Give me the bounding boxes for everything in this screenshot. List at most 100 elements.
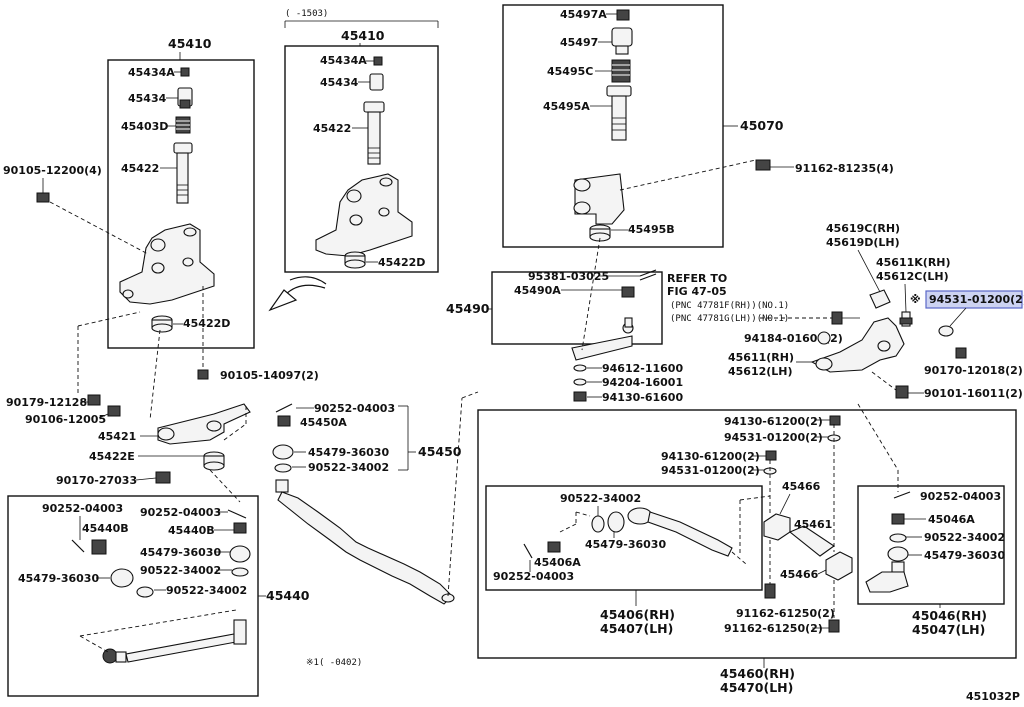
group-label-45410-left[interactable]: 45410 xyxy=(168,36,212,51)
clamp-45466-a xyxy=(763,513,791,541)
part-label-45461[interactable]: 45461 xyxy=(794,518,832,531)
part-label-45495C[interactable]: 45495C xyxy=(547,65,593,78)
part-label-45495B[interactable]: 45495B xyxy=(628,223,675,236)
part-label-90179-12128[interactable]: 90179-12128 xyxy=(6,396,87,409)
refer-note-line-2: FIG 47-05 xyxy=(667,285,727,298)
shaft-45495A xyxy=(606,85,632,141)
part-label-45479-36030-d[interactable]: 45479-36030 xyxy=(585,538,666,551)
part-label-45450A[interactable]: 45450A xyxy=(300,416,347,429)
cotter-pin-90252-d xyxy=(523,543,533,559)
part-label-94130-61200-b[interactable]: 94130-61200(2) xyxy=(661,450,760,463)
nut-90170-12018 xyxy=(955,347,967,359)
group-box-45410-left xyxy=(107,59,255,349)
group-label-45046-lh[interactable]: 45047(LH) xyxy=(912,622,985,637)
tie-rod-end-45406 xyxy=(627,507,733,557)
part-label-45422E[interactable]: 45422E xyxy=(89,450,135,463)
part-label-45422D-left[interactable]: 45422D xyxy=(183,317,230,330)
group-label-45450[interactable]: 45450 xyxy=(418,444,462,459)
part-label-91162-61250-b[interactable]: 91162-61250(2) xyxy=(724,622,823,635)
part-label-45403D[interactable]: 45403D xyxy=(121,120,168,133)
part-label-94531-01200-b[interactable]: 94531-01200(2) xyxy=(661,464,760,477)
part-label-45422-left[interactable]: 45422 xyxy=(121,162,159,175)
part-label-45479-36030-c[interactable]: 45479-36030 xyxy=(18,572,99,585)
part-label-94531-01200-a[interactable]: 94531-01200(2) xyxy=(724,431,823,444)
part-label-90522-34002-d[interactable]: 90522-34002 xyxy=(560,492,641,505)
part-label-90522-34002-c[interactable]: 90522-34002 xyxy=(166,584,247,597)
part-label-90522-34002-e[interactable]: 90522-34002 xyxy=(924,531,1005,544)
part-label-94204-16001[interactable]: 94204-16001 xyxy=(602,376,683,389)
part-label-45612C[interactable]: 45612C(LH) xyxy=(876,270,949,283)
group-label-45490[interactable]: 45490 xyxy=(446,301,490,316)
part-label-45619C[interactable]: 45619C(RH) xyxy=(826,222,900,235)
part-label-90252-04003-c[interactable]: 90252-04003 xyxy=(140,506,221,519)
part-label-45434-right[interactable]: 45434 xyxy=(320,76,359,89)
part-label-45466-a[interactable]: 45466 xyxy=(782,480,821,493)
idler-arm-bracket-right xyxy=(315,173,413,257)
bolt-91162-81235 xyxy=(755,159,771,171)
part-label-45497A[interactable]: 45497A xyxy=(560,8,607,21)
part-label-45406A[interactable]: 45406A xyxy=(534,556,581,569)
part-label-45612[interactable]: 45612(LH) xyxy=(728,365,793,378)
refer-note-line-1: REFER TO xyxy=(667,272,727,285)
group-label-45460-lh[interactable]: 45470(LH) xyxy=(720,680,793,695)
group-label-45406-rh[interactable]: 45406(RH) xyxy=(600,607,675,622)
boot-45479-b xyxy=(229,545,251,563)
part-label-45611K[interactable]: 45611K(RH) xyxy=(876,256,951,269)
castle-nut-45406A xyxy=(547,541,561,553)
clamp-45466-b xyxy=(825,551,853,581)
group-label-45070[interactable]: 45070 xyxy=(740,118,784,133)
part-label-94531-01200-highlighted[interactable]: 94531-01200(2) xyxy=(929,293,1024,306)
part-label-91162-81235[interactable]: 91162-81235(4) xyxy=(795,162,894,175)
part-label-45046A[interactable]: 45046A xyxy=(928,513,975,526)
part-label-45434A-left[interactable]: 45434A xyxy=(128,66,175,79)
part-label-45479-36030-e[interactable]: 45479-36030 xyxy=(924,549,1005,562)
group-label-45460-rh[interactable]: 45460(RH) xyxy=(720,666,795,681)
part-label-90522-34002-a[interactable]: 90522-34002 xyxy=(308,461,389,474)
part-label-45490A[interactable]: 45490A xyxy=(514,284,561,297)
part-label-45619D[interactable]: 45619D(LH) xyxy=(826,236,900,249)
part-label-45421[interactable]: 45421 xyxy=(98,430,136,443)
part-label-45434-left[interactable]: 45434 xyxy=(128,92,167,105)
part-label-90105-12200[interactable]: 90105-12200(4) xyxy=(3,164,102,177)
part-label-90105-14097[interactable]: 90105-14097(2) xyxy=(220,369,319,382)
part-label-95381-03025[interactable]: 95381-03025 xyxy=(528,270,609,283)
part-label-45466-b[interactable]: 45466 xyxy=(780,568,819,581)
group-label-45046-rh[interactable]: 45046(RH) xyxy=(912,608,987,623)
part-label-90252-04003-b[interactable]: 90252-04003 xyxy=(42,502,123,515)
boot-45479-a xyxy=(272,444,294,460)
part-label-90252-04003-e[interactable]: 90252-04003 xyxy=(920,490,1001,503)
part-label-94130-61200-a[interactable]: 94130-61200(2) xyxy=(724,415,823,428)
part-label-45495A[interactable]: 45495A xyxy=(543,100,590,113)
spring-45403D xyxy=(175,116,191,134)
bushing-45434-right xyxy=(369,73,384,91)
part-label-45611[interactable]: 45611(RH) xyxy=(728,351,794,364)
cotter-pin-90252-a xyxy=(275,403,293,413)
bushing-45422E xyxy=(203,451,225,471)
group-box-45406 xyxy=(485,485,763,591)
group-label-45440[interactable]: 45440 xyxy=(266,588,310,603)
part-label-45422-right[interactable]: 45422 xyxy=(313,122,351,135)
clip-90522-c xyxy=(136,586,154,598)
group-box-45490 xyxy=(491,271,663,345)
part-label-90106-12005[interactable]: 90106-12005 xyxy=(25,413,106,426)
part-label-90101-16011[interactable]: 90101-16011(2) xyxy=(924,387,1023,400)
part-label-90170-12018[interactable]: 90170-12018(2) xyxy=(924,364,1023,377)
part-label-45479-36030-a[interactable]: 45479-36030 xyxy=(308,446,389,459)
part-label-91162-61250-a[interactable]: 91162-61250(2) xyxy=(736,607,835,620)
group-label-45406-lh[interactable]: 45407(LH) xyxy=(600,621,673,636)
part-label-94130-61600[interactable]: 94130-61600 xyxy=(602,391,683,404)
part-label-90170-27033[interactable]: 90170-27033 xyxy=(56,474,137,487)
part-label-90252-04003-d[interactable]: 90252-04003 xyxy=(493,570,574,583)
group-label-45410-right[interactable]: 45410 xyxy=(341,28,385,43)
idler-arm-bracket-left xyxy=(119,223,215,305)
part-label-45434A-right[interactable]: 45434A xyxy=(320,54,367,67)
washer-94184 xyxy=(817,331,831,345)
part-label-45440B-a[interactable]: 45440B xyxy=(82,522,129,535)
part-label-45479-36030-b[interactable]: 45479-36030 xyxy=(140,546,221,559)
part-label-90522-34002-b[interactable]: 90522-34002 xyxy=(140,564,221,577)
part-label-94612-11600[interactable]: 94612-11600 xyxy=(602,362,683,375)
part-label-45497[interactable]: 45497 xyxy=(560,36,598,49)
part-label-45440B-b[interactable]: 45440B xyxy=(168,524,215,537)
part-label-90252-04003-a[interactable]: 90252-04003 xyxy=(314,402,395,415)
part-label-45422D-right[interactable]: 45422D xyxy=(378,256,425,269)
